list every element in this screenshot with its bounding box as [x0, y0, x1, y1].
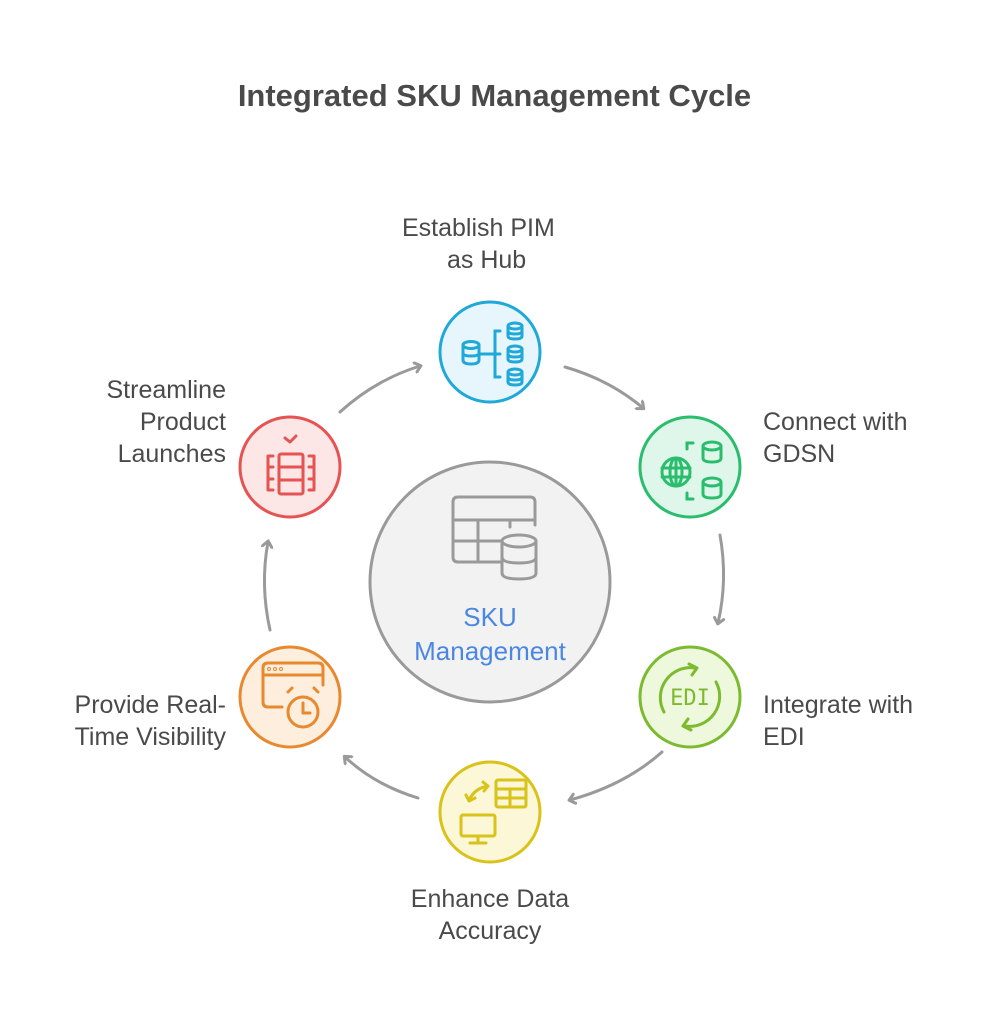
arrow-step1-to-step2 [563, 365, 643, 408]
step-label-2-line2: GDSN [763, 440, 836, 468]
step-label-5-line1: Provide Real- [74, 691, 226, 719]
step-node-1 [438, 300, 542, 404]
step-label-3: Integrate with EDI [763, 689, 913, 753]
arrow-step3-to-step4 [570, 750, 664, 800]
database-hierarchy-icon [461, 321, 524, 387]
step-label-1-line1: Establish PIM [402, 214, 555, 242]
arrow-step5-to-step6 [264, 542, 270, 632]
step-label-6-line3: Launches [117, 440, 226, 468]
step-node-4 [438, 760, 542, 864]
center-label-line1: SKU [463, 602, 517, 632]
step-label-6-line1: Streamline [106, 376, 227, 404]
edi-sync-icon: EDI [658, 662, 722, 732]
step-node-5 [238, 645, 342, 749]
step-label-1-line2: as Hub [447, 246, 527, 274]
step-label-1: Establish PIM as Hub [402, 212, 555, 276]
monitor-table-sync-icon [459, 778, 528, 845]
arrow-step4-to-step5 [345, 757, 420, 800]
step-label-4-line2: Accuracy [438, 917, 542, 945]
globe-database-icon [660, 440, 723, 501]
window-clock-icon [261, 661, 325, 729]
step-node-6 [238, 415, 342, 519]
server-check-icon [266, 434, 316, 496]
step-label-5-line2: Time Visibility [74, 723, 226, 751]
step-label-3-line2: EDI [763, 723, 805, 751]
arrow-step2-to-step3 [718, 533, 724, 623]
cycle-arrows [264, 366, 723, 800]
arrow-step6-to-step1 [338, 366, 420, 414]
step-label-4: Enhance Data Accuracy [380, 883, 600, 947]
center-label-line2: Management [414, 636, 566, 666]
step-node-2 [638, 415, 742, 519]
step-label-5: Provide Real- Time Visibility [20, 689, 226, 753]
table-database-icon [451, 495, 538, 581]
step-label-2-line1: Connect with [763, 408, 908, 436]
edi-text: EDI [670, 686, 710, 711]
step-label-3-line1: Integrate with [763, 691, 914, 719]
center-node [368, 460, 612, 704]
step-label-6-line2: Product [139, 408, 226, 436]
step-label-4-line1: Enhance Data [410, 885, 570, 913]
step-label-2: Connect with GDSN [763, 406, 908, 470]
center-label: SKU Management [390, 600, 590, 668]
diagram-title: Integrated SKU Management Cycle [237, 78, 752, 113]
step-node-3: EDI [638, 645, 742, 749]
step-label-6: Streamline Product Launches [20, 374, 227, 470]
